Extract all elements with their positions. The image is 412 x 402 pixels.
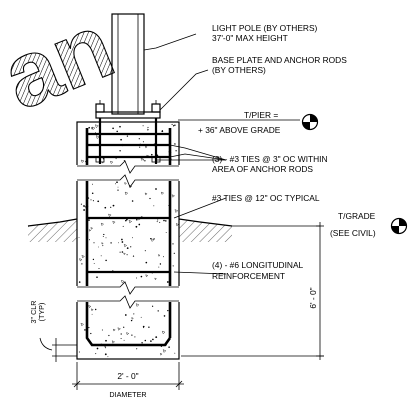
leaders — [143, 33, 300, 275]
tgrade-label-2: (SEE CIVIL) — [330, 228, 376, 238]
ties-typical-label: #3 TIES @ 12" OC TYPICAL — [212, 193, 320, 203]
depth-dimension: 6' - 0" — [181, 222, 324, 360]
base-plate-label-1: BASE PLATE AND ANCHOR RODS — [212, 55, 347, 65]
ties-top-label-2: AREA OF ANCHOR RODS — [212, 164, 313, 174]
anchor-rods — [95, 118, 161, 164]
longitudinal-label-1: (4) - #6 LONGITUDINAL — [212, 260, 304, 270]
tpier-label-1: T/PIER = — [244, 110, 278, 120]
diameter-dimension: 2' - 0" DIAMETER — [72, 362, 184, 399]
elevation-target-grade — [390, 217, 408, 235]
concrete-pier — [75, 121, 181, 360]
tgrade-label-1: T/GRADE — [338, 211, 376, 221]
base-plate-label-2: (BY OTHERS) — [212, 65, 266, 75]
diameter-label: DIAMETER — [109, 390, 146, 399]
light-pole — [95, 13, 161, 119]
concrete-speckle — [78, 123, 179, 358]
ties-top-label-1: (3) - #3 TIES @ 3" OC WITHIN — [212, 154, 328, 164]
light-pole-label-2: 37'-0" MAX HEIGHT — [212, 33, 288, 43]
depth-label: 6' - 0" — [308, 287, 318, 308]
clear-cover-2: (TYP) — [37, 303, 46, 322]
diameter-value: 2' - 0" — [117, 371, 138, 381]
watermark-text: an — [0, 0, 127, 129]
light-pole-label-1: LIGHT POLE (BY OTHERS) — [212, 23, 318, 33]
tpier-label-2: + 36" ABOVE GRADE — [198, 125, 281, 135]
clear-cover-callout: 3" CLR (TYP) — [29, 301, 77, 362]
grade-soil — [27, 218, 320, 242]
longitudinal-label-2: REINFORCEMENT — [212, 271, 285, 281]
elevation-target-pier — [301, 113, 319, 131]
clear-cover-1: 3" CLR — [29, 301, 38, 324]
